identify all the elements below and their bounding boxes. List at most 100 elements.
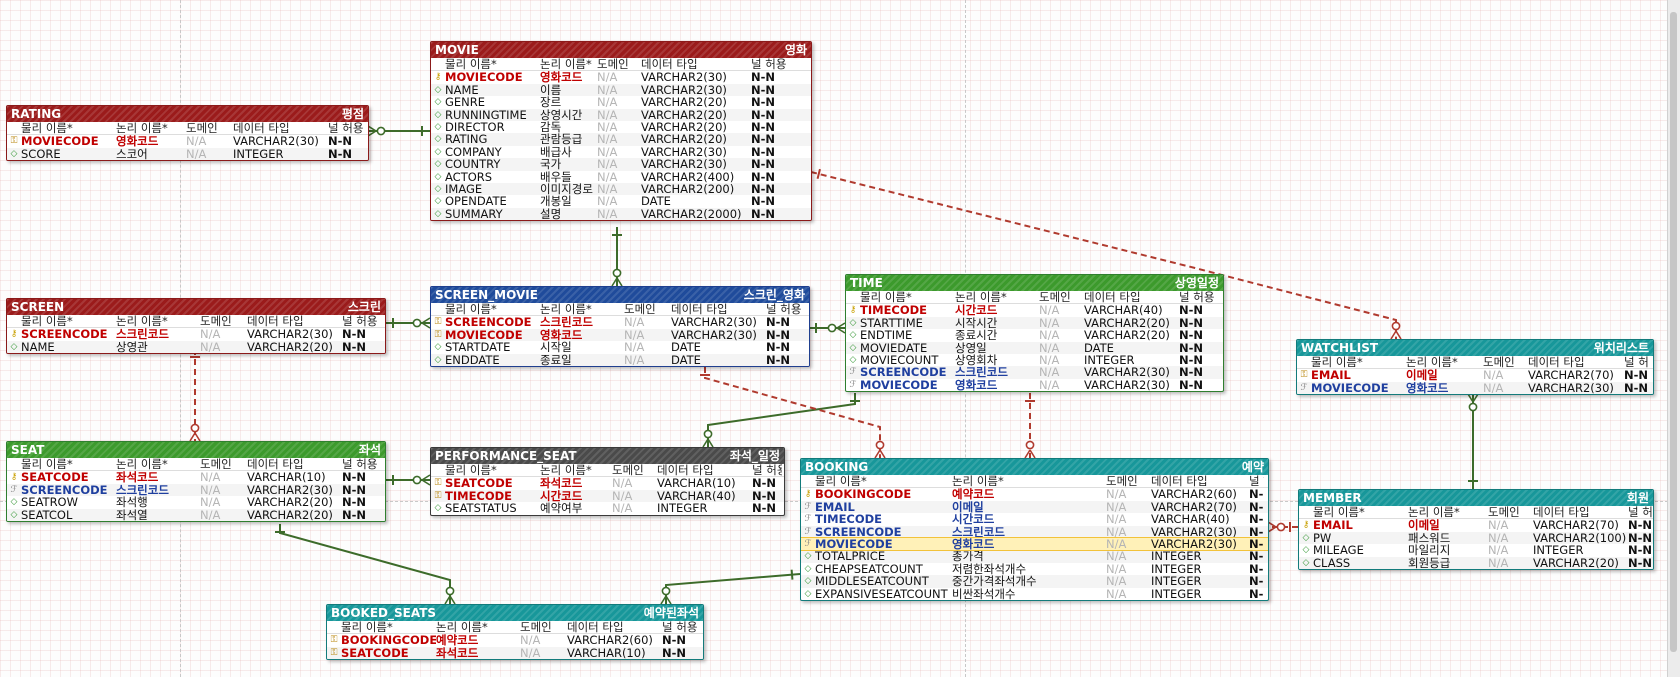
attribute-physical-name: SEATCODE	[21, 471, 89, 484]
relationship-movie-to-screen-movie[interactable]	[611, 227, 623, 287]
relationship-member-to-watchlist[interactable]	[1467, 393, 1479, 489]
relationship-booking-to-booked-seats[interactable]	[660, 569, 801, 605]
relationship-screen-movie-to-time[interactable]	[808, 322, 846, 334]
relationship-seat-to-booked-seats[interactable]	[275, 524, 456, 605]
relationship-screen-to-screen-movie[interactable]	[385, 317, 431, 329]
crows-foot-marker	[1390, 330, 1397, 340]
relationship-seat-to-performance-seat[interactable]	[385, 474, 431, 486]
column-header-domain: 도메인	[200, 458, 232, 471]
scrollbar-thumb[interactable]	[1670, 12, 1677, 652]
attribute-data-type: VARCHAR2(200)	[641, 182, 735, 196]
relationship-movie-to-rating[interactable]	[367, 125, 430, 137]
relationship-member-to-booking[interactable]	[1267, 521, 1298, 533]
attribute-physical-name: SCREENCODE	[21, 483, 108, 497]
column-header-domain: 도메인	[597, 58, 629, 71]
relationship-screen-to-seat[interactable]	[189, 349, 201, 442]
relationship-time-to-booking[interactable]	[1024, 393, 1036, 459]
attribute-nullable: N-N	[1624, 369, 1649, 382]
attribute-icon: ◇	[804, 588, 812, 599]
foreign-key-icon: ℱ	[804, 501, 812, 512]
attribute-physical-name: NAME	[21, 340, 55, 354]
relationship-time-to-performance-seat[interactable]	[702, 393, 860, 448]
vertical-scrollbar[interactable]	[1667, 0, 1680, 677]
column-header-physical: 물리 이름*	[341, 621, 393, 634]
crows-foot-marker	[616, 277, 623, 287]
